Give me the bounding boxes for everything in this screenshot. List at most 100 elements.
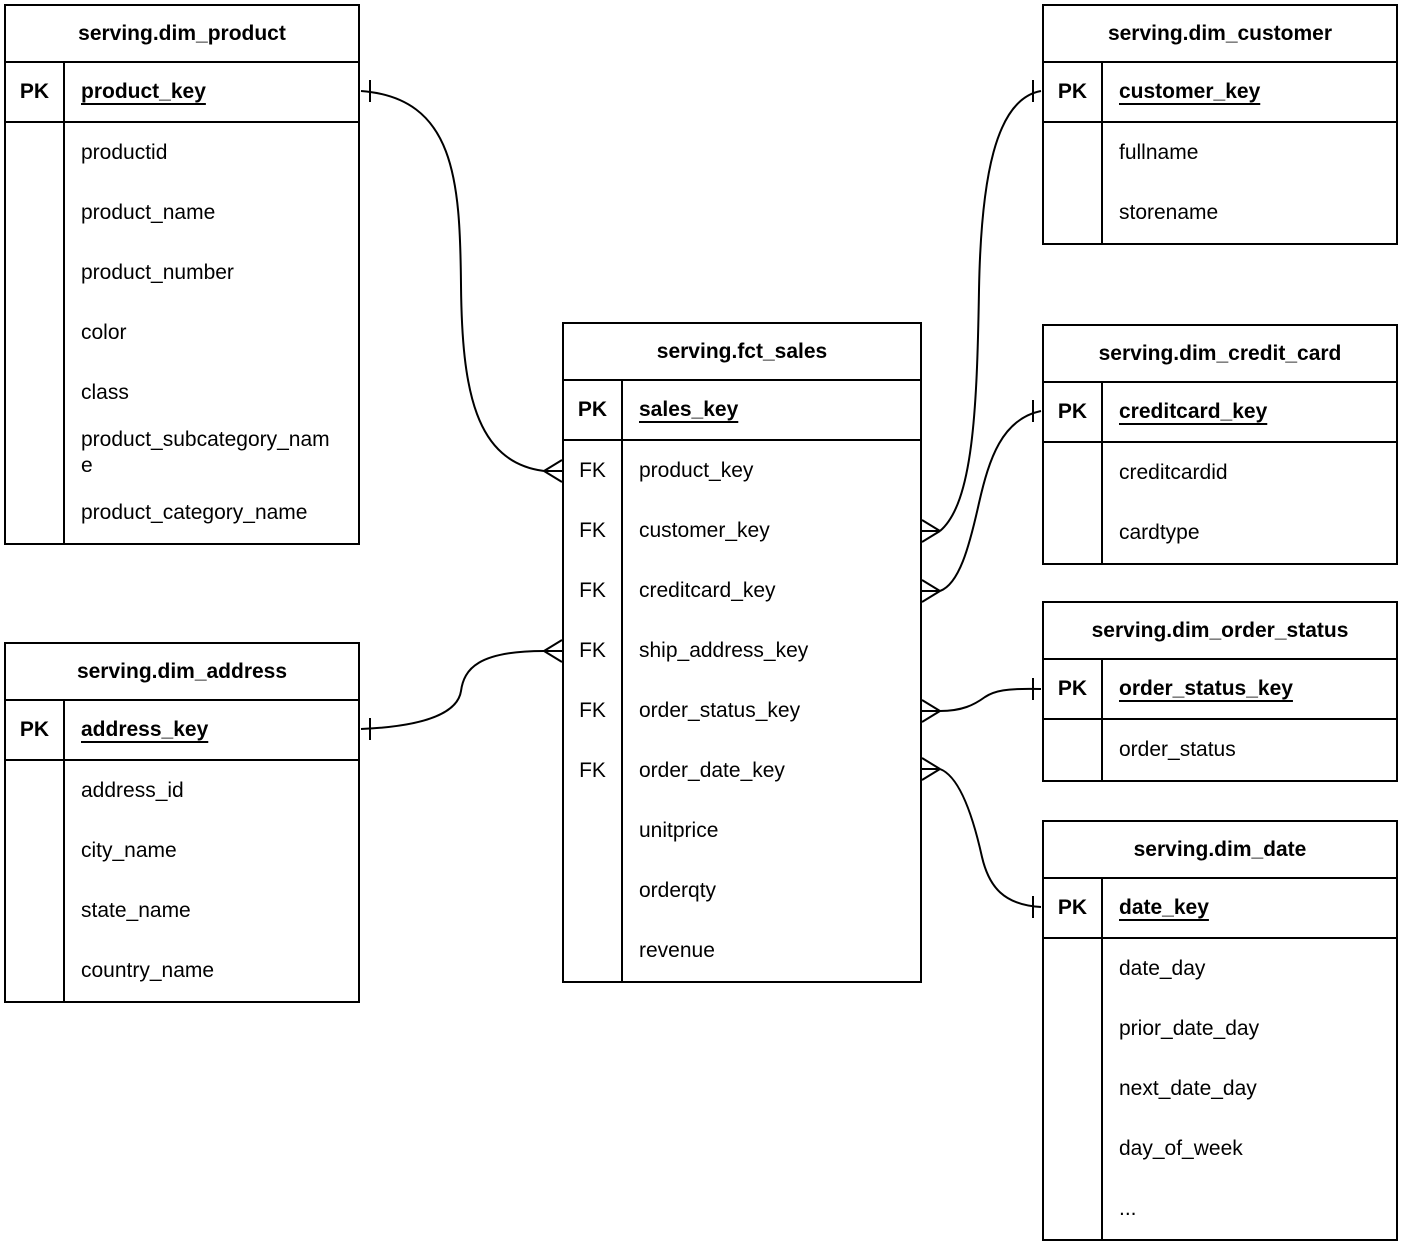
column-name: fullname <box>1119 141 1199 164</box>
column-name: product_name <box>81 201 216 224</box>
column-name: cardtype <box>1119 521 1200 544</box>
column-name: city_name <box>81 839 177 862</box>
many-cardinality-crows-foot <box>921 757 941 781</box>
relationship-line <box>939 768 1042 908</box>
key-tag: FK <box>579 459 606 482</box>
relationship-line <box>360 650 545 730</box>
many-cardinality-crows-foot <box>921 519 941 543</box>
relationship-fct_sales-ship_address_key-to-dim_address <box>360 639 563 740</box>
key-tag-column <box>6 761 65 1001</box>
primary-key-column-name: creditcard_key <box>1119 400 1268 423</box>
column-name: next_date_day <box>1119 1077 1257 1100</box>
primary-key-row: PK date_key <box>1044 879 1396 939</box>
many-cardinality-crows-foot <box>921 579 941 603</box>
primary-key-tag: PK <box>1044 63 1103 121</box>
column-name: ship_address_key <box>639 639 809 662</box>
key-tag <box>6 881 63 941</box>
column-name: customer_key <box>639 519 770 542</box>
column-name: orderqty <box>639 879 717 902</box>
key-tag <box>6 761 63 821</box>
key-tag: FK <box>579 519 606 542</box>
key-tag <box>1044 123 1101 183</box>
key-tag <box>564 801 621 861</box>
column-name: revenue <box>639 939 715 962</box>
column-name: productid <box>81 141 168 164</box>
primary-key-column-name: order_status_key <box>1119 677 1293 700</box>
primary-key-tag: PK <box>6 63 65 121</box>
key-tag <box>1044 1119 1101 1179</box>
key-tag <box>6 363 63 423</box>
key-tag-column: FK FK FK FK FK FK <box>564 441 623 981</box>
entity-title: serving.fct_sales <box>564 324 920 381</box>
column-name-column: order_status <box>1103 720 1396 780</box>
primary-key-row: PK order_status_key <box>1044 660 1396 720</box>
entity-title: serving.dim_credit_card <box>1044 326 1396 383</box>
column-name: country_name <box>81 959 215 982</box>
key-tag <box>6 183 63 243</box>
entity-body: fullname storename <box>1044 123 1396 243</box>
key-tag <box>564 861 621 921</box>
key-tag-column <box>1044 123 1103 243</box>
many-cardinality-crows-foot <box>921 699 941 723</box>
key-tag: FK <box>579 699 606 722</box>
key-tag <box>6 941 63 1001</box>
primary-key-column-name: date_key <box>1119 896 1209 919</box>
key-tag-column <box>1044 443 1103 563</box>
column-name: class <box>81 381 129 404</box>
primary-key-tag: PK <box>1044 383 1103 441</box>
entity-title: serving.dim_customer <box>1044 6 1396 63</box>
key-tag <box>1044 183 1101 243</box>
key-tag <box>6 821 63 881</box>
primary-key-column-name: sales_key <box>639 398 739 421</box>
relationship-line <box>939 687 1042 712</box>
primary-key-row: PK creditcard_key <box>1044 383 1396 443</box>
key-tag: FK <box>579 639 606 662</box>
column-name: address_id <box>81 779 184 802</box>
key-tag-column <box>1044 720 1103 780</box>
column-name: day_of_week <box>1119 1137 1243 1160</box>
primary-key-tag: PK <box>1044 879 1103 937</box>
relationship-line <box>939 410 1042 592</box>
column-name: color <box>81 321 127 344</box>
primary-key-tag: PK <box>564 381 623 439</box>
column-name: unitprice <box>639 819 719 842</box>
column-name: product_number <box>81 261 234 284</box>
column-name: product_key <box>639 459 754 482</box>
key-tag <box>6 123 63 183</box>
column-name: ... <box>1119 1197 1137 1220</box>
key-tag <box>564 921 621 981</box>
column-name: state_name <box>81 899 191 922</box>
relationship-fct_sales-order_date_key-to-dim_date <box>921 757 1042 918</box>
relationship-fct_sales-order_status_key-to-dim_order_status <box>921 678 1042 723</box>
key-tag: FK <box>579 759 606 782</box>
column-name-column: fullname storename <box>1103 123 1396 243</box>
column-name: storename <box>1119 201 1219 224</box>
column-name: creditcard_key <box>639 579 776 602</box>
primary-key-tag: PK <box>1044 660 1103 718</box>
relationship-line <box>360 90 545 472</box>
key-tag: FK <box>579 579 606 602</box>
key-tag <box>6 423 63 483</box>
many-cardinality-crows-foot <box>543 639 563 663</box>
relationship-fct_sales-creditcard_key-to-dim_credit_card <box>921 400 1042 603</box>
column-name: order_status_key <box>639 699 801 722</box>
relationship-fct_sales-product_key-to-dim_product <box>360 80 563 483</box>
